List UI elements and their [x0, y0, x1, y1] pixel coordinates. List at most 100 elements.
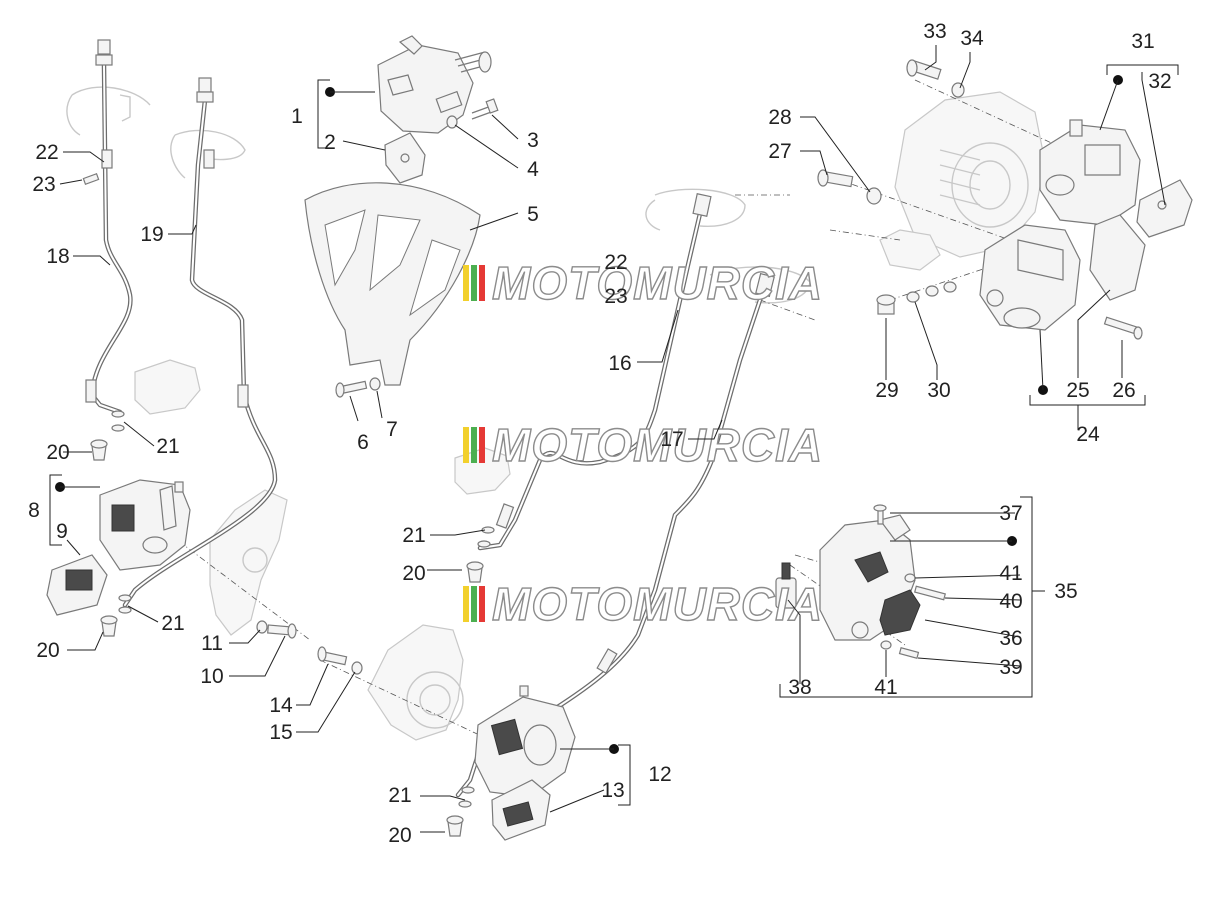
wm-stripe — [479, 586, 485, 622]
callout-37: 37 — [999, 502, 1022, 525]
callout-4: 4 — [527, 158, 539, 181]
callout-14: 14 — [269, 694, 293, 717]
callout-23: 23 — [32, 173, 55, 196]
callout-35: 35 — [1054, 580, 1077, 603]
wm-stripe — [471, 265, 477, 301]
bolt-39 — [898, 647, 920, 659]
banjo-bolts-20 — [90, 439, 484, 837]
washer-28 — [866, 187, 882, 205]
callout-34: 34 — [960, 27, 984, 50]
callout-26: 26 — [1112, 379, 1135, 402]
caliper-24 — [979, 224, 1081, 331]
screw-37 — [873, 504, 887, 525]
callout-39: 39 — [999, 656, 1022, 679]
bolt-3 — [471, 98, 499, 120]
bolt-40 — [913, 585, 947, 601]
callout-20: 20 — [402, 562, 425, 585]
washer-7 — [369, 377, 381, 391]
watermark-text: MOTOMURCIA — [492, 257, 823, 309]
caliper-12 — [474, 685, 576, 798]
callout-28: 28 — [768, 106, 791, 129]
bolt-6 — [335, 380, 368, 398]
bolt-33 — [906, 59, 942, 80]
disc-guard-5 — [304, 182, 481, 386]
callout-labels: 1 2 3 4 5 6 7 8 9 10 11 12 13 14 15 16 1… — [28, 20, 1172, 847]
brake-pad-2 — [384, 132, 426, 184]
callout-38: 38 — [788, 676, 811, 699]
callout-20: 20 — [36, 639, 59, 662]
callout-36: 36 — [999, 627, 1022, 650]
callout-41: 41 — [999, 562, 1022, 585]
callout-22: 22 — [35, 141, 58, 164]
caliper-8 — [99, 479, 191, 571]
callout-31: 31 — [1131, 30, 1154, 53]
callout-21: 21 — [161, 612, 184, 635]
callout-21: 21 — [156, 435, 179, 458]
callout-22: 22 — [604, 251, 627, 274]
wm-stripe — [463, 586, 469, 622]
callout-40: 40 — [999, 590, 1022, 613]
callout-7: 7 — [386, 418, 398, 441]
watermark-text: MOTOMURCIA — [492, 419, 823, 471]
callout-23: 23 — [604, 285, 627, 308]
callout-19: 19 — [140, 223, 163, 246]
callout-15: 15 — [269, 721, 292, 744]
washer-4 — [446, 115, 458, 129]
brackets — [49, 64, 1179, 806]
washers-21 — [111, 410, 495, 808]
watermark-3: MOTOMURCIA — [463, 577, 823, 631]
callout-9: 9 — [56, 520, 68, 543]
callout-5: 5 — [527, 203, 539, 226]
callout-8: 8 — [28, 499, 40, 522]
callout-18: 18 — [46, 245, 69, 268]
brake-pad-9 — [46, 554, 108, 616]
callout-1: 1 — [291, 105, 303, 128]
watermark-1: MOTOMURCIA — [463, 256, 823, 310]
wm-stripe — [463, 265, 469, 301]
bolt-10 — [267, 623, 297, 639]
wm-stripe — [479, 265, 485, 301]
callout-21: 21 — [388, 784, 411, 807]
callout-30: 30 — [927, 379, 950, 402]
washers-30 — [906, 281, 957, 303]
callout-27: 27 — [768, 140, 791, 163]
callout-10: 10 — [200, 665, 223, 688]
watermark-2: MOTOMURCIA — [463, 418, 823, 472]
washer-15 — [351, 661, 363, 675]
callout-20: 20 — [388, 824, 411, 847]
callout-24: 24 — [1076, 423, 1100, 446]
lever-36 — [879, 589, 921, 636]
brake-pad-13 — [491, 779, 551, 841]
watermark-text: MOTOMURCIA — [492, 578, 823, 630]
wm-stripe — [479, 427, 485, 463]
callout-3: 3 — [527, 129, 539, 152]
callout-2: 2 — [324, 131, 336, 154]
callout-6: 6 — [357, 431, 369, 454]
callout-21: 21 — [402, 524, 425, 547]
bolt-26 — [1103, 316, 1143, 340]
caliper-1 — [377, 35, 492, 134]
bleeder-29 — [876, 294, 896, 315]
wm-stripe — [471, 586, 477, 622]
callout-16: 16 — [608, 352, 631, 375]
reservoir-38 — [775, 562, 797, 609]
callout-25: 25 — [1066, 379, 1089, 402]
callout-41: 41 — [874, 676, 897, 699]
callout-29: 29 — [875, 379, 898, 402]
callout-32: 32 — [1148, 70, 1171, 93]
brake-pad-25 — [1089, 214, 1146, 301]
leader-lines — [59, 45, 1166, 833]
callout-13: 13 — [601, 779, 624, 802]
caliper-31 — [1039, 119, 1141, 226]
bolt-23 — [82, 173, 100, 185]
callout-33: 33 — [923, 20, 946, 43]
callout-11: 11 — [201, 632, 223, 655]
bolt-14 — [317, 646, 348, 666]
bolt-27 — [817, 169, 854, 188]
wm-stripe — [471, 427, 477, 463]
ghost-parts — [66, 86, 1046, 741]
callout-12: 12 — [648, 763, 671, 786]
callout-20: 20 — [46, 441, 69, 464]
washer-34 — [951, 82, 965, 98]
